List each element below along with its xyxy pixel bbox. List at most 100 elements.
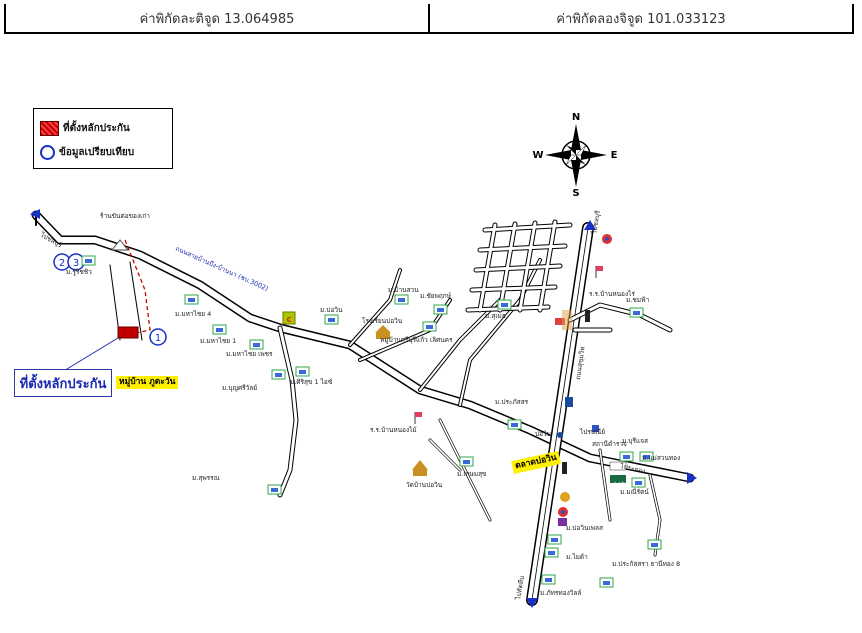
label-kong: สถานีตำรวจ <box>592 440 627 448</box>
to-north-arrow-icon <box>584 220 596 230</box>
to-chonburi-arrow-icon <box>30 209 40 219</box>
village-icon <box>295 366 310 377</box>
market-icon <box>562 310 572 330</box>
shop-icon <box>555 318 565 325</box>
label-to-sattahip: ไปสัตหีบ <box>514 575 526 601</box>
clinic-icon <box>558 518 567 526</box>
label-big-sun: ม.แม่สวนทอง <box>642 454 680 462</box>
village-icon <box>433 304 448 315</box>
label-manee: ม.มณีรัตน์ <box>620 488 649 496</box>
label-mahachai-pet: ม.มหาไชย เพชร <box>226 350 273 358</box>
label-ku-rich: ม.รู้ริชชิว <box>66 268 92 276</box>
label-pantana: ม.ประภัสสร <box>495 398 529 406</box>
property-swatch-icon <box>40 121 59 136</box>
legend-row-property: ที่ตั้งหลักประกัน <box>40 121 130 136</box>
label-lotus: Lotus <box>614 480 632 488</box>
label-pro-main: ถนนสุขุมวิท <box>574 346 587 380</box>
bank-icon <box>565 397 573 407</box>
label-wat: วัดบ้านบ่อวิน <box>406 481 443 489</box>
legend-property-label: ที่ตั้งหลักประกัน <box>63 123 130 134</box>
label-sinthai: ม.ภัทรทองวิลล์ <box>540 589 581 597</box>
label-bo-chan: บ่อวิน <box>535 430 552 438</box>
label-mahachai1: ม.มหาไชย 1 <box>200 337 236 345</box>
village-icon <box>324 314 339 325</box>
legend-comparison-label: ข้อมูลเปรียบเทียบ <box>59 147 135 158</box>
village-icon <box>619 451 634 462</box>
label-mai-thai: ม.ไมด้า <box>566 553 588 561</box>
label-sumet: ม.สุเมธ <box>485 312 506 320</box>
compass-w: W <box>532 150 543 161</box>
label-moo-ban-kaew: หมู่บ้านศรีบุรีแก้ว เลิศนคร <box>380 336 453 344</box>
school-icon <box>560 492 570 502</box>
label-bo-win-sirisuk: ม.ศิริสุข 1 ไอซ์ <box>290 378 333 386</box>
post-icon <box>592 425 599 432</box>
label-sa-nong: ม.ชมฟ้า <box>626 296 650 304</box>
label-kasem: ม.เกษมสุข <box>457 470 487 478</box>
village-icon <box>394 294 409 305</box>
compass-e: E <box>611 150 618 161</box>
village-icon <box>647 539 662 550</box>
village-icon <box>422 321 437 332</box>
comparison-number-3: 3 <box>73 258 79 269</box>
label-poon-suk: ม.บุญศรีวัลย์ <box>222 384 257 392</box>
village-icon <box>267 484 282 495</box>
village-icon <box>507 419 522 430</box>
label-mahachai4: ม.มหาไชย 4 <box>175 310 211 318</box>
label-buri: ม.บุรีแจส <box>622 437 648 445</box>
village-icon <box>249 339 264 350</box>
gas-station-icon <box>558 234 612 517</box>
village-icon <box>599 577 614 588</box>
label-bo-pa: ม.บ่อวินเพลส <box>566 524 603 532</box>
callout-line <box>61 337 119 373</box>
village-icon <box>541 574 556 585</box>
traffic-light-icon <box>562 310 590 474</box>
comparison-number-1: 1 <box>155 333 161 344</box>
signboard-icon <box>609 461 627 471</box>
property-marker-icon <box>117 326 139 339</box>
building-icon <box>110 239 130 251</box>
village-icon <box>544 547 559 558</box>
police-icon <box>557 432 563 438</box>
compass-s: S <box>572 188 579 199</box>
label-chai-ya: ม.ชัยพฤกษ์ <box>420 292 452 300</box>
compass-n: N <box>572 112 580 123</box>
village-label: หมู่บ้าน ภูตะวัน <box>116 376 179 389</box>
village-icon <box>81 255 96 266</box>
compass-rose-icon: N S W E <box>532 112 617 199</box>
road-network <box>31 210 695 606</box>
comparison-circle-icon <box>40 145 55 160</box>
village-icon <box>184 294 199 305</box>
label-shop: ร้านขันต่อของเก่า <box>100 212 150 220</box>
to-rayong-arrow-icon <box>687 472 697 484</box>
village-icon <box>629 307 644 318</box>
latitude-label: ค่าพิกัดละติจูด 13.064985 <box>139 11 295 27</box>
map-legend: ที่ตั้งหลักประกัน ข้อมูลเปรียบเทียบ <box>33 108 173 169</box>
property-callout: ที่ตั้งหลักประกัน <box>14 369 112 397</box>
label-main-road: ถนนสายบ้านบึง-บ้านนา (ชบ.3002) <box>174 245 269 293</box>
comparison-circle-1 <box>149 328 167 346</box>
coordinates-bar: ค่าพิกัดละติจูด 13.064985 ค่าพิกัดลองจิจ… <box>4 4 854 34</box>
village-icon <box>631 477 646 488</box>
label-bo-win-school: โรงเรียนบ่อวิน <box>362 317 403 325</box>
label-post: ไปรษณีย์ <box>579 428 605 436</box>
comparison-number-2: 2 <box>59 258 65 269</box>
label-to-chonburi-right: ไปชลบุรี <box>590 209 602 235</box>
flag-icon <box>414 266 603 424</box>
label-pradub: ม.ประกัสสรา ธานีทอง 8 <box>612 560 680 568</box>
village-icons <box>81 255 662 588</box>
label-suphan: ม.สุพรรณ <box>192 474 220 482</box>
village-icon <box>497 299 512 310</box>
lotus-icon <box>610 475 626 483</box>
label-moo-bo-win: ม.บ่อวิน <box>320 306 343 314</box>
legend-row-comparison: ข้อมูลเปรียบเทียบ <box>40 145 134 160</box>
svg-text:c: c <box>286 315 291 325</box>
village-icon <box>639 451 654 462</box>
label-ban-kanom: ร.ร.บ้านหนองไม้ <box>370 426 417 434</box>
temple-icon <box>375 325 428 476</box>
label-ban-suan: ม.บ้านสวน <box>388 286 419 294</box>
village-icon <box>271 369 286 380</box>
to-sattahip-arrow-icon <box>526 598 538 608</box>
label-ban-bo: ร.ร.บ้านหนองไร่ <box>589 290 635 298</box>
village-icon <box>212 324 227 335</box>
